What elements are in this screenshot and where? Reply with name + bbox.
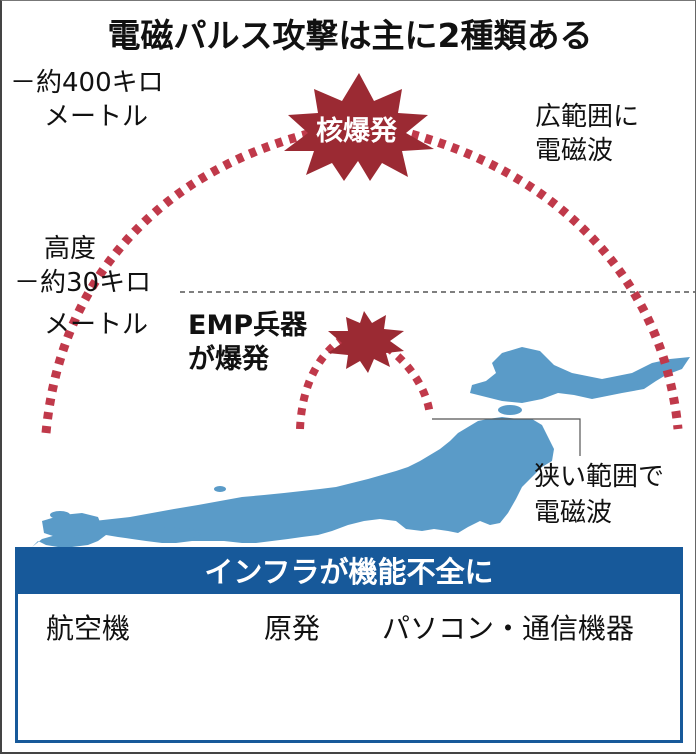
altitude-30km-unit: メートル	[44, 310, 149, 340]
infrastructure-panel: インフラが機能不全に	[15, 547, 683, 743]
callout-line	[432, 418, 581, 456]
category-computer-label: パソコン・通信機器	[382, 612, 635, 645]
nuclear-burst-icon	[284, 73, 434, 181]
narrow-range-wave-label: 電磁波	[534, 498, 613, 528]
narrow-range-label: 狭い範囲で	[534, 462, 665, 492]
emp-weapon-burst-label: が爆発	[188, 344, 269, 375]
emp-burst-icon	[328, 311, 404, 373]
wide-range-label: 広範囲に	[535, 102, 640, 132]
altitude-400km-unit: メートル	[44, 102, 149, 132]
nuclear-burst-label: 核爆発	[316, 116, 397, 147]
page-title: 電磁パルス攻撃は主に2種類ある	[107, 16, 593, 55]
emp-weapon-label: EMP兵器	[188, 310, 308, 341]
wide-range-wave-label: 電磁波	[535, 136, 614, 166]
japan-map-icon	[32, 347, 690, 547]
category-airplane-label: 航空機	[46, 612, 131, 645]
altitude-30km-label: －約30キロ	[14, 268, 152, 298]
infrastructure-header: インフラが機能不全に	[18, 550, 680, 594]
altitude-400km-label: －約400キロ	[10, 68, 164, 98]
category-nuclear-plant-label: 原発	[264, 612, 321, 645]
altitude-axis-label: 高度	[44, 234, 97, 264]
